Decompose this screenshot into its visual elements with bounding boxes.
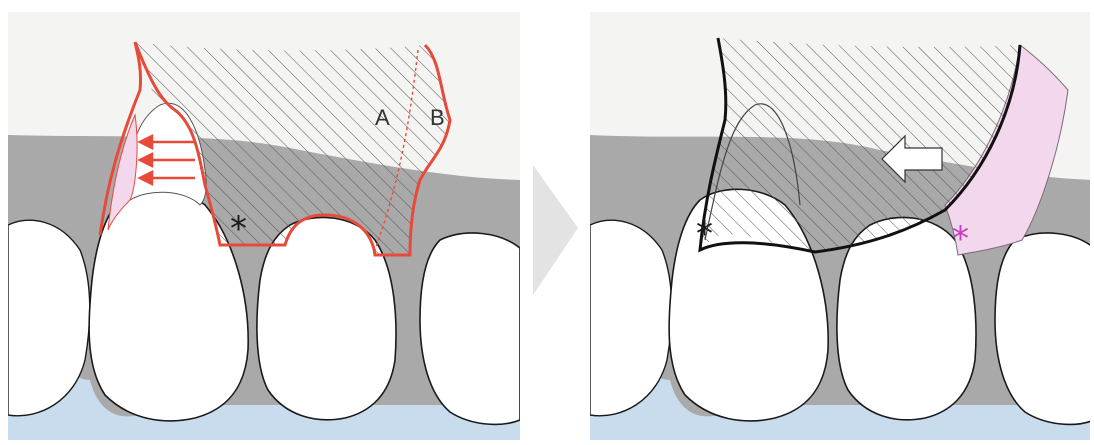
separator-arrow xyxy=(533,165,578,295)
left-asterisk: * xyxy=(230,209,247,249)
left-red-arrows xyxy=(140,136,195,184)
left-panel: A B * xyxy=(8,12,520,440)
left-label-a: A xyxy=(375,105,390,130)
left-label-b: B xyxy=(430,105,445,130)
right-asterisk-pink: * xyxy=(952,219,969,259)
right-asterisk-black: * xyxy=(696,214,713,254)
right-panel: * * xyxy=(590,12,1094,440)
